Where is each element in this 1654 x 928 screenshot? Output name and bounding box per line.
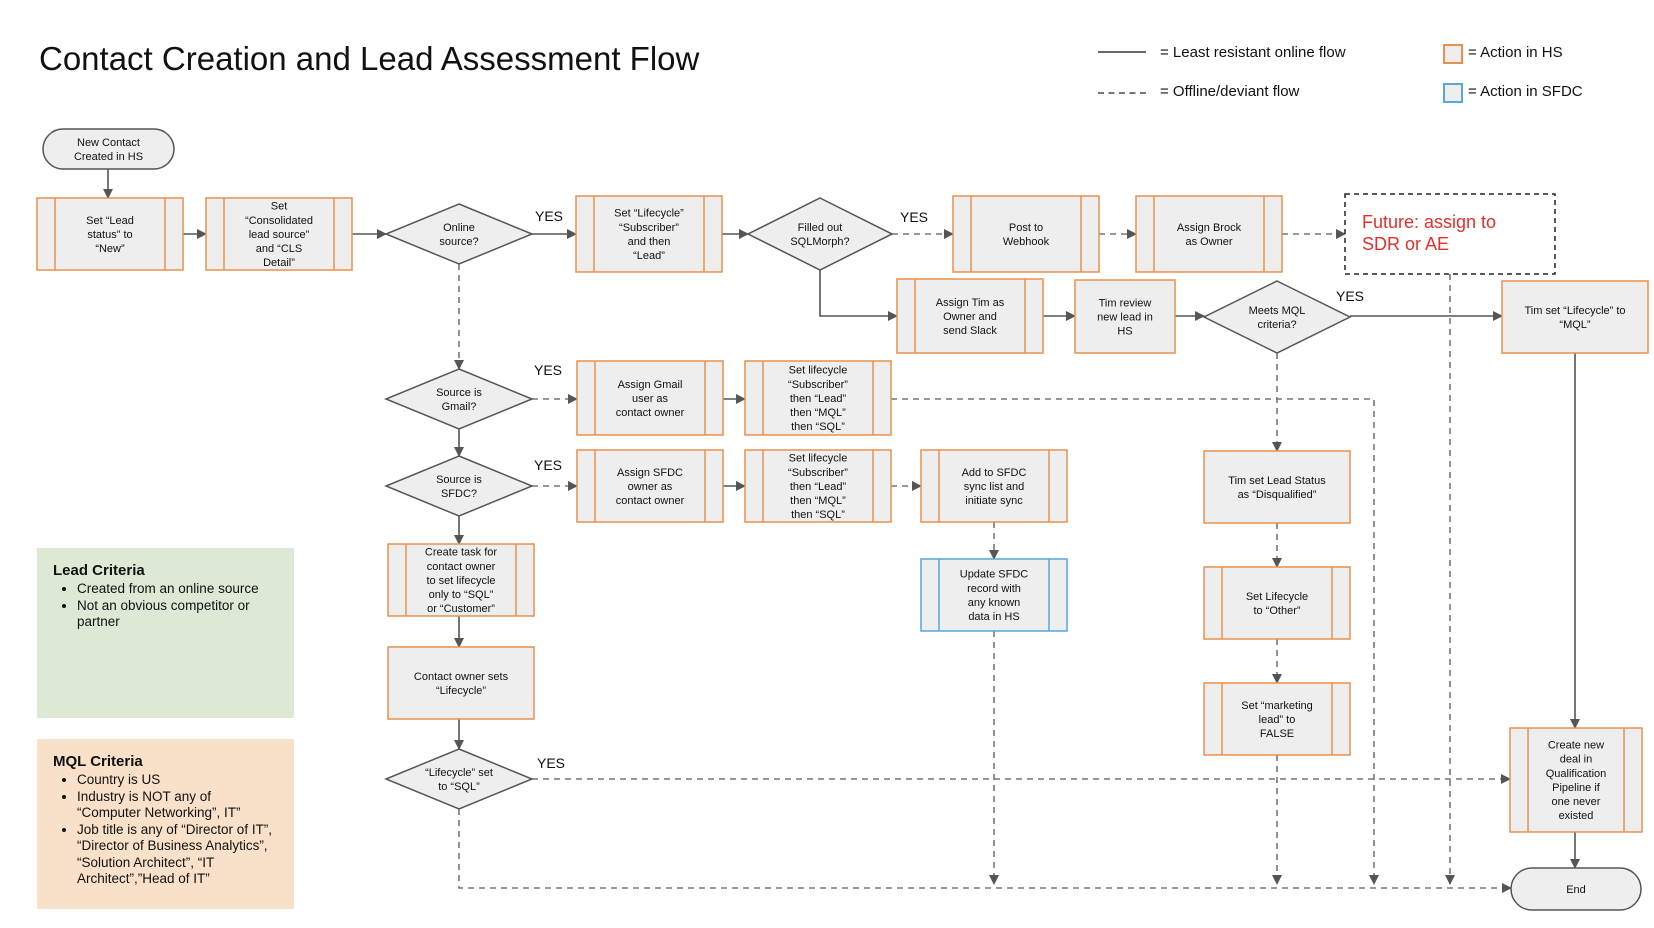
node-label: Tim set “Lifecycle” to“MQL” bbox=[1524, 305, 1625, 331]
legend-dashed-line bbox=[1098, 92, 1146, 94]
edge-yes-label: YES bbox=[535, 208, 563, 224]
sfdc-lifecycle-box: Set lifecycle“Subscriber”then “Lead”then… bbox=[744, 449, 892, 523]
legend-sfdc-swatch bbox=[1443, 83, 1463, 103]
node-label: Set “Lifecycle”“Subscriber”and then“Lead… bbox=[614, 208, 684, 262]
edge-yes-label: YES bbox=[900, 209, 928, 225]
legend-hs-label: = Action in HS bbox=[1468, 44, 1563, 61]
mql-criteria-panel: MQL Criteria Country is US Industry is N… bbox=[37, 739, 294, 909]
edge-yes-label: YES bbox=[537, 755, 565, 771]
edge-gmail-lifecycle-to-end bbox=[891, 398, 1379, 885]
node-label: Set lifecycle“Subscriber”then “Lead”then… bbox=[788, 365, 848, 433]
edge-yes-label: YES bbox=[534, 362, 562, 378]
lead-criteria-panel: Lead Criteria Created from an online sou… bbox=[37, 548, 294, 718]
edge-yes-label: YES bbox=[1336, 288, 1364, 304]
edge-sqlmorph-no-to-tim bbox=[819, 270, 898, 321]
lead-criteria-item: Not an obvious competitor or partner bbox=[77, 598, 278, 631]
lead-criteria-item: Created from an online source bbox=[77, 581, 278, 598]
node-label: Contact owner sets“Lifecycle” bbox=[414, 671, 509, 697]
tim-set-mql-box: Tim set “Lifecycle” to“MQL” bbox=[1501, 280, 1649, 354]
owner-sets-lifecycle-box: Contact owner sets“Lifecycle” bbox=[387, 646, 535, 720]
node-label: Set lifecycle“Subscriber”then “Lead”then… bbox=[788, 453, 848, 521]
edge-sql-no-to-end bbox=[458, 809, 1512, 893]
mql-criteria-item: Job title is any of “Director of IT”, “D… bbox=[77, 822, 278, 888]
set-lifecycle-subscriber-box: Set “Lifecycle”“Subscriber”and then“Lead… bbox=[575, 195, 723, 273]
legend-solid-label: = Least resistant online flow bbox=[1160, 44, 1346, 61]
lead-criteria-heading: Lead Criteria bbox=[53, 562, 145, 579]
edge-yes-label: YES bbox=[534, 457, 562, 473]
legend-hs-swatch bbox=[1443, 44, 1463, 64]
mql-criteria-item: Industry is NOT any of “Computer Network… bbox=[77, 789, 278, 822]
legend-sfdc-label: = Action in SFDC bbox=[1468, 83, 1583, 100]
legend-solid-line bbox=[1098, 51, 1146, 53]
page-title: Contact Creation and Lead Assessment Flo… bbox=[39, 40, 700, 77]
node-label: End bbox=[1566, 884, 1586, 896]
gmail-lifecycle-box: Set lifecycle“Subscriber”then “Lead”then… bbox=[744, 360, 892, 436]
mql-criteria-item: Country is US bbox=[77, 772, 278, 789]
mql-criteria-heading: MQL Criteria bbox=[53, 753, 143, 770]
legend-dashed-label: = Offline/deviant flow bbox=[1160, 83, 1300, 100]
end-terminal: End bbox=[1510, 867, 1642, 911]
